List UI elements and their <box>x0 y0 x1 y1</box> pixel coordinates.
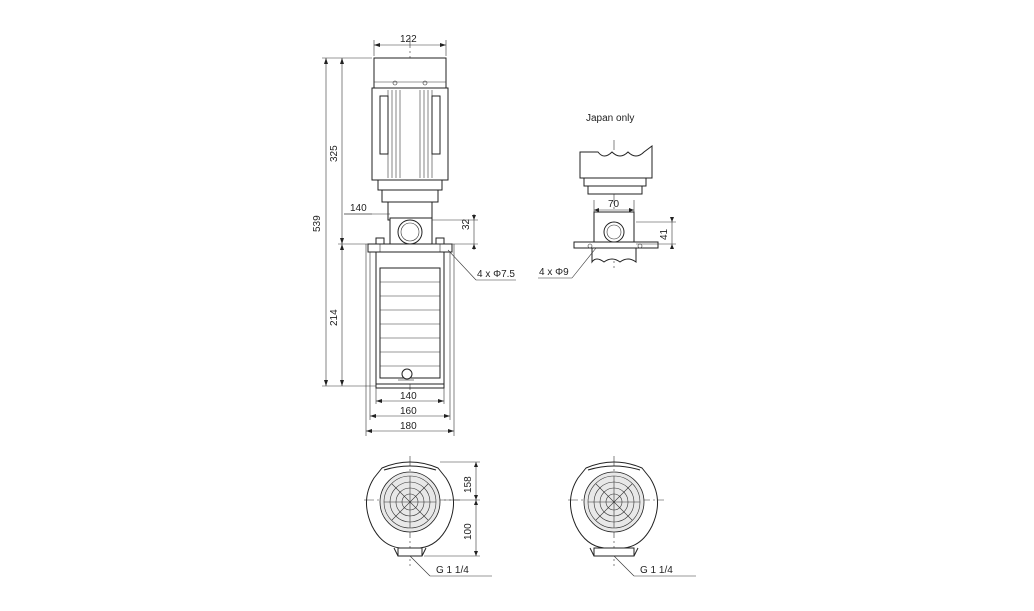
dim-inlet-width-top: 140 <box>350 203 367 214</box>
dim-pump-height: 214 <box>329 309 340 326</box>
dim-motor-width: 122 <box>400 34 417 45</box>
dim-top-offset: 100 <box>463 523 474 540</box>
label-connection-left: G 1 1/4 <box>436 565 469 576</box>
dim-inlet-offset: 32 <box>461 218 472 230</box>
top-view-left: 158 100 G 1 1/4 <box>364 456 492 577</box>
dim-motor-height: 325 <box>329 145 340 162</box>
label-bolt-holes-main: 4 x Φ7.5 <box>477 269 515 280</box>
label-bolt-holes-japan: 4 x Φ9 <box>539 267 569 278</box>
dim-base-inner: 140 <box>400 391 417 402</box>
dim-base-outer: 180 <box>400 421 417 432</box>
japan-only-detail: Japan only 70 41 4 x Φ9 <box>538 113 676 279</box>
dim-base-mid: 160 <box>400 406 417 417</box>
dim-top-depth: 158 <box>463 476 474 493</box>
dim-total-height: 539 <box>312 215 323 232</box>
top-view-right: G 1 1/4 <box>568 456 696 577</box>
dim-japan-width: 70 <box>608 199 620 210</box>
label-connection-right: G 1 1/4 <box>640 565 673 576</box>
dim-japan-height: 41 <box>659 228 670 240</box>
label-japan-only: Japan only <box>586 113 634 124</box>
main-side-view: 122 539 325 214 140 32 4 x Φ7.5 <box>312 34 516 436</box>
